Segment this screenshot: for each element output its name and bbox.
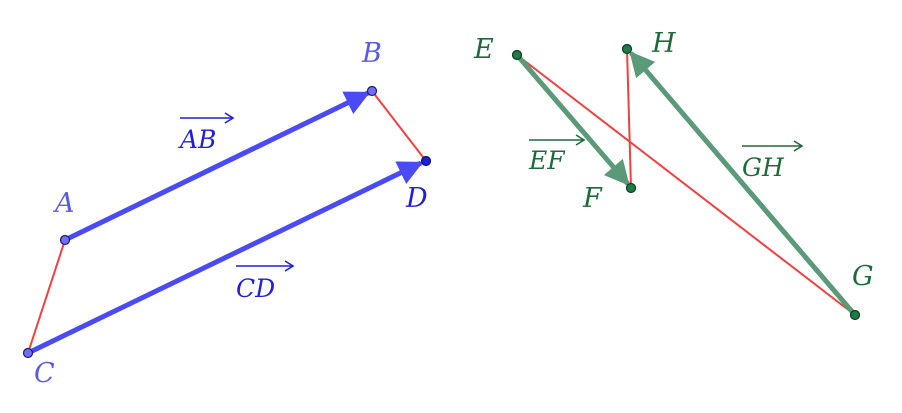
segment-EG <box>516 54 856 316</box>
vector-EF <box>515 53 630 186</box>
label-G: G <box>852 261 874 292</box>
segment-BD <box>371 90 427 162</box>
vector-AB <box>63 90 371 243</box>
segment-FH <box>626 48 632 189</box>
point-F <box>625 182 637 194</box>
point-D <box>420 155 432 167</box>
svg-text:CD: CD <box>236 274 275 303</box>
point-C <box>22 347 34 359</box>
label-A: A <box>52 188 75 219</box>
point-E <box>511 49 523 61</box>
label-C: C <box>34 358 55 389</box>
label-B: B <box>361 38 382 69</box>
svg-text:GH: GH <box>742 153 785 182</box>
point-G <box>849 309 861 321</box>
point-A <box>59 234 71 246</box>
label-D: D <box>405 183 428 214</box>
segment-AC <box>27 239 66 354</box>
vector-CD <box>26 160 424 356</box>
label-H: H <box>651 28 676 59</box>
vector-GH <box>629 51 857 317</box>
label-E: E <box>473 34 494 65</box>
vector-label-CD: CD <box>236 260 295 303</box>
point-B <box>366 85 378 97</box>
svg-text:AB: AB <box>178 125 216 154</box>
vector-label-GH: GH <box>742 140 804 182</box>
label-F: F <box>582 183 603 214</box>
vector-label-EF: EF <box>528 134 586 175</box>
svg-text:EF: EF <box>528 146 566 175</box>
point-H <box>621 43 633 55</box>
vector-label-AB: AB <box>178 112 235 154</box>
